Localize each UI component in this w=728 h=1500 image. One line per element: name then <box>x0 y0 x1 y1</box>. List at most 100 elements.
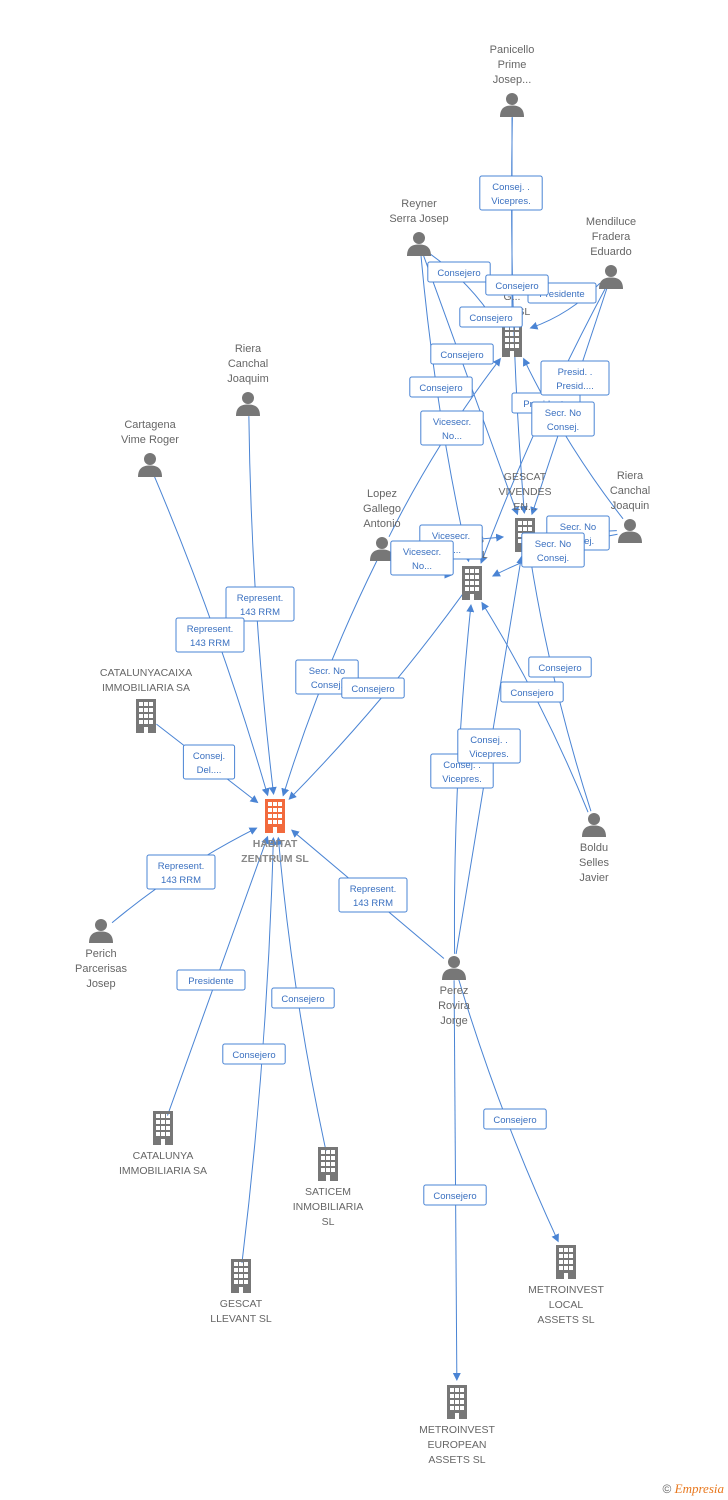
node-gescat_viv[interactable]: GESCATVIVENDESEN... <box>498 471 552 552</box>
node-label: INMOBILIARIA <box>293 1201 364 1213</box>
edge-label[interactable]: Consejero <box>500 681 564 703</box>
edge-label-text: Vicesecr. <box>433 417 471 428</box>
edge-label-text: Presid. . <box>558 367 593 378</box>
edge-label-text: 143 RRM <box>240 607 280 618</box>
edge-label[interactable]: Vicesecr. No... <box>390 540 454 576</box>
edge-label[interactable]: Consejero <box>427 261 491 283</box>
edge-label[interactable]: Presidente <box>176 969 246 991</box>
node-label: SATICEM <box>305 1186 351 1198</box>
node-metro_euro[interactable]: METROINVEST EUROPEAN ASSETS SL <box>419 1385 496 1466</box>
node-label: CATALUNYA <box>133 1150 194 1162</box>
edge-label[interactable]: Consejero <box>271 987 335 1009</box>
node-label: IMMOBILIARIA SA <box>102 682 190 694</box>
edge-label[interactable]: Consejero <box>459 306 523 328</box>
edge-label[interactable]: Represent.143 RRM <box>225 586 295 622</box>
edge-label-box <box>271 987 335 1009</box>
node-label: METROINVEST <box>528 1284 604 1296</box>
edge-label-box <box>222 1043 286 1065</box>
edge-label[interactable]: Consejero <box>483 1108 547 1130</box>
node-label: CATALUNYACAIXA <box>100 667 192 679</box>
edge-label-box <box>420 410 484 446</box>
edge-label-text: Consejero <box>440 350 483 361</box>
edge-label[interactable]: Consej.Del.... <box>182 744 236 780</box>
edge-label-text: Vicepres. <box>491 196 530 207</box>
edge-label[interactable]: Consejero <box>409 376 473 398</box>
node-catalunyacaixa[interactable]: CATALUNYACAIXA IMMOBILIARIA SA <box>100 667 192 733</box>
edge-label[interactable]: Vicesecr. No... <box>420 410 484 446</box>
edge-label-box <box>521 532 585 568</box>
edge-label[interactable]: Consejero <box>341 677 405 699</box>
building-icon <box>231 1259 251 1293</box>
edge-label-box <box>341 677 405 699</box>
edge-riera2-to-gescat_sol <box>523 357 624 520</box>
edge-label-text: Consejero <box>433 1191 476 1202</box>
edge-label[interactable]: Represent. 143 RRM <box>175 617 245 653</box>
edge-label-box <box>531 401 595 437</box>
node-label: SL <box>322 1216 335 1228</box>
edge-label[interactable]: Consej. .Vicepres. <box>479 175 543 211</box>
node-label: Canchal <box>228 358 268 370</box>
edge-label-text: 143 RRM <box>190 638 230 649</box>
edge-label-text: Vicesecr. <box>432 531 470 542</box>
node-label: Javier <box>579 872 609 884</box>
edge-label[interactable]: Consejero <box>528 656 592 678</box>
node-label: Joaquim <box>227 373 269 385</box>
node-label: Antonio <box>363 518 400 530</box>
node-label: Serra Josep <box>389 213 448 225</box>
node-label: EUROPEAN <box>428 1439 487 1451</box>
edge-label-text: Secr. No <box>535 539 571 550</box>
edge-label[interactable]: Consejero <box>485 274 549 296</box>
edge-label[interactable]: Consejero <box>222 1043 286 1065</box>
edge-label-text: No... <box>442 431 462 442</box>
node-label: METROINVEST <box>419 1424 495 1436</box>
edge-label[interactable]: Consej. .Vicepres. <box>457 728 521 764</box>
edge-label-text: Represent. <box>187 624 233 635</box>
edge-boldu-to-gescat_p <box>481 601 589 813</box>
brand-logo-text[interactable]: Empresia <box>674 1481 724 1496</box>
node-label: VIVENDES <box>498 486 551 498</box>
node-saticem[interactable]: SATICEM INMOBILIARIA SL <box>293 1147 364 1228</box>
edge-label-box <box>459 306 523 328</box>
edge-label[interactable]: Consejero <box>430 343 494 365</box>
edge-label-box <box>182 744 236 780</box>
edge-label-text: Consejero <box>469 313 512 324</box>
edge-label[interactable]: Represent.143 RRM <box>146 854 216 890</box>
node-label: HABITAT <box>253 838 298 850</box>
edge-label-text: Vicesecr. <box>403 547 441 558</box>
node-panicello[interactable]: PanicelloPrimeJosep... <box>490 44 535 117</box>
edge-label-box <box>390 540 454 576</box>
edge-label-text: Presidente <box>188 976 233 987</box>
edge-label-box <box>175 617 245 653</box>
edge-label-box <box>427 261 491 283</box>
edge-label[interactable]: Represent.143 RRM <box>338 877 408 913</box>
edge-label-text: Consejero <box>232 1050 275 1061</box>
edge-label-text: Consejero <box>538 663 581 674</box>
node-label: Parcerisas <box>75 963 127 975</box>
node-label: Vime Roger <box>121 434 179 446</box>
edge-label[interactable]: Consejero <box>423 1184 487 1206</box>
node-label: ASSETS SL <box>428 1454 485 1466</box>
node-label: Canchal <box>610 485 650 497</box>
building-icon <box>447 1385 467 1419</box>
edge-label-text: No... <box>412 561 432 572</box>
edge-label-box <box>225 586 295 622</box>
edge-label[interactable]: Presid. .Presid.... <box>540 360 610 396</box>
edge-label-box <box>479 175 543 211</box>
node-label: Cartagena <box>124 419 176 431</box>
